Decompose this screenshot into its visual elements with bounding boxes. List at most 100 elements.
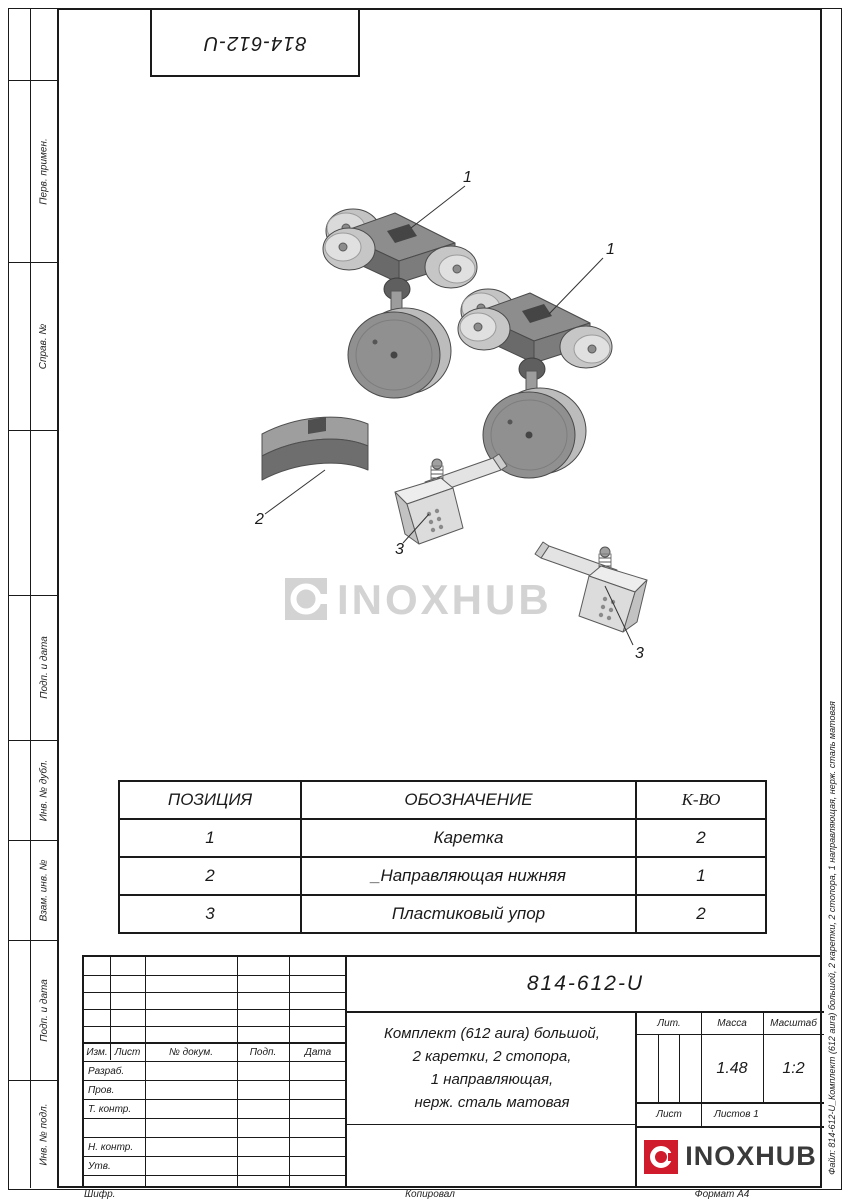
mass-value: 1.48 xyxy=(716,1059,748,1077)
description-line: нерж. сталь матовая xyxy=(414,1094,570,1111)
tb-line xyxy=(658,1035,659,1103)
cipher-label: Шифр. xyxy=(84,1189,116,1200)
tb-line xyxy=(347,1011,824,1013)
margin-section-line xyxy=(8,80,57,81)
row-razrab: Разраб. xyxy=(88,1065,125,1077)
tb-line xyxy=(145,957,146,1186)
tb-line xyxy=(84,1009,347,1010)
tb-line xyxy=(637,1102,824,1104)
tb-line xyxy=(637,1034,824,1035)
tb-line xyxy=(289,957,290,1186)
part-carriage-1 xyxy=(322,208,478,399)
col-izm: Изм. xyxy=(86,1046,108,1058)
cell-designation: Каретка xyxy=(300,818,637,858)
file-info-vertical: Файл: 814-612-U_Комплект (612 aura) боль… xyxy=(823,690,840,1186)
margin-label-podp-data-2: Подп. и дата xyxy=(31,940,57,1080)
tb-line xyxy=(637,1126,824,1128)
mass-label: Масса xyxy=(717,1018,747,1029)
header-qty: К-ВО xyxy=(635,780,767,820)
top-stamp-number: 814-612-U xyxy=(203,31,307,54)
callout-3a: 3 xyxy=(395,541,404,558)
margin-label-text: Подп. и дата xyxy=(38,636,50,699)
table-row: 2 _Направляющая нижняя 1 xyxy=(118,856,767,896)
lit-label: Лит. xyxy=(657,1018,681,1029)
callout-3b: 3 xyxy=(635,645,644,662)
technical-drawing: INOXHUB 1 1 2 3 3 xyxy=(254,169,648,662)
row-utv: Утв. xyxy=(88,1160,111,1172)
callout-numbers: 1 1 2 3 3 xyxy=(254,169,644,662)
margin-label-inv-dubl: Инв. № дубл. xyxy=(31,740,57,840)
callout-1b: 1 xyxy=(606,241,615,258)
tb-line xyxy=(84,1118,347,1119)
part-plastic-stop-1 xyxy=(394,453,508,545)
margin-label-text: Подп. и дата xyxy=(38,978,50,1042)
cell-qty: 1 xyxy=(635,856,767,896)
tb-line xyxy=(84,1099,347,1100)
description-cell: Комплект (612 aura) большой, 2 каретки, … xyxy=(347,1015,637,1121)
row-nkontr: Н. контр. xyxy=(88,1141,134,1153)
callout-1a: 1 xyxy=(463,169,472,186)
margin-section-line xyxy=(8,840,57,841)
format-label: Формат А4 xyxy=(694,1189,750,1200)
margin-label-perv-primen: Перв. примен. xyxy=(31,80,57,262)
margin-section-line xyxy=(8,262,57,263)
tb-line xyxy=(237,957,238,1186)
callout-leaders xyxy=(264,185,634,646)
margin-label-text: Инв. № дубл. xyxy=(38,759,50,821)
parts-table: ПОЗИЦИЯ ОБОЗНАЧЕНИЕ К-ВО 1 Каретка 2 2 _… xyxy=(118,780,767,934)
col-dokum: № докум. xyxy=(168,1046,214,1058)
tb-line xyxy=(84,1175,347,1176)
margin-section-line xyxy=(8,595,57,596)
col-podp: Подп. xyxy=(249,1046,277,1058)
inoxhub-logo-text: INOXHUB xyxy=(685,1141,817,1171)
file-info-text: Файл: 814-612-U_Комплект (612 aura) боль… xyxy=(826,701,837,1175)
margin-section-line xyxy=(8,740,57,741)
part-plastic-stop-2 xyxy=(534,541,648,633)
margin-divider xyxy=(30,8,31,1188)
copied-label: Копировал xyxy=(405,1189,455,1200)
cell-designation: Пластиковый упор xyxy=(300,894,637,934)
tb-line xyxy=(635,1011,637,1186)
table-row: 3 Пластиковый упор 2 xyxy=(118,894,767,934)
cell-position: 2 xyxy=(118,856,302,896)
description-line: 2 каретки, 2 стопора, xyxy=(412,1048,572,1065)
tb-line xyxy=(347,1124,637,1125)
tb-line xyxy=(84,992,347,993)
margin-section-line xyxy=(8,1080,57,1081)
margin-label-text: Инв. № подл. xyxy=(38,1102,50,1166)
tb-line xyxy=(679,1035,680,1103)
tb-line xyxy=(84,1156,347,1157)
inoxhub-logo: INOXHUB xyxy=(637,1127,824,1186)
sheets-label: Листов 1 xyxy=(714,1109,759,1120)
inoxhub-logo-icon xyxy=(644,1139,679,1174)
cell-designation: _Направляющая нижняя xyxy=(300,856,637,896)
tb-line xyxy=(84,1080,347,1081)
part-carriage-2 xyxy=(457,288,613,479)
description-line: Комплект (612 aura) большой, xyxy=(384,1025,600,1042)
header-position: ПОЗИЦИЯ xyxy=(118,780,302,820)
margin-label-text: Перв. примен. xyxy=(38,137,50,205)
table-row: 1 Каретка 2 xyxy=(118,818,767,858)
watermark-text: INOXHUB xyxy=(337,576,552,623)
tb-line xyxy=(701,1013,702,1127)
cell-qty: 2 xyxy=(635,818,767,858)
row-tkontr: Т. контр. xyxy=(88,1103,132,1115)
margin-label-podp-data-1: Подп. и дата xyxy=(31,595,57,740)
watermark: INOXHUB xyxy=(285,576,552,623)
tb-line xyxy=(345,957,347,1186)
margin-section-line xyxy=(8,430,57,431)
cell-qty: 2 xyxy=(635,894,767,934)
scale-value: 1:2 xyxy=(782,1059,805,1077)
margin-label-inv-podl: Инв. № подл. xyxy=(31,1080,57,1188)
part-bottom-guide xyxy=(261,416,369,481)
tb-line xyxy=(84,1061,347,1062)
parts-table-header-row: ПОЗИЦИЯ ОБОЗНАЧЕНИЕ К-ВО xyxy=(118,780,767,820)
sheet-label: Лист xyxy=(656,1109,682,1120)
col-list: Лист xyxy=(114,1046,141,1058)
tb-line xyxy=(84,1042,347,1044)
cell-position: 1 xyxy=(118,818,302,858)
description-line: 1 направляющая, xyxy=(430,1071,554,1088)
tb-line xyxy=(84,1026,347,1027)
callout-2: 2 xyxy=(254,511,264,528)
